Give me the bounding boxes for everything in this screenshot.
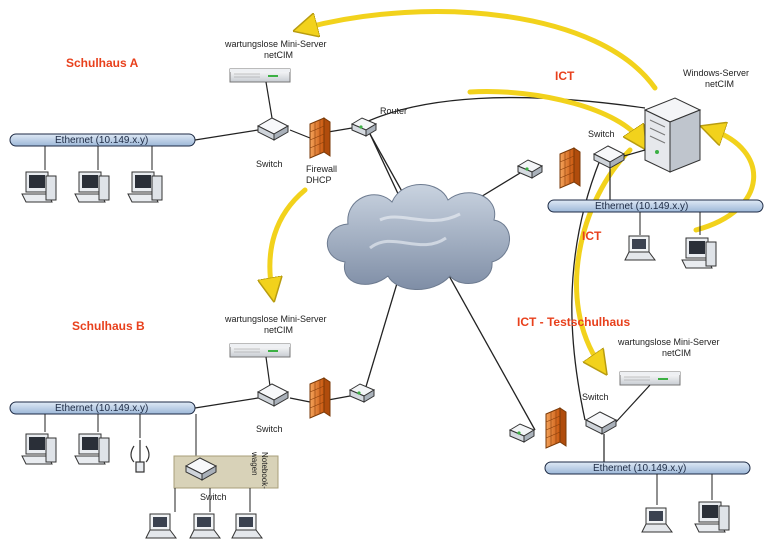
laptop-icon — [624, 235, 656, 261]
switch-icon — [257, 117, 289, 141]
firewall-icon — [309, 117, 331, 159]
router-icon — [509, 423, 535, 443]
ethernet-bar-ict: Ethernet (10.149.x.y) — [547, 199, 764, 213]
internet-cloud-icon — [326, 184, 510, 290]
desktop-pc-icon — [21, 171, 57, 203]
ethernet-bar-b: Ethernet (10.149.x.y) — [9, 401, 196, 415]
windows-server-label: Windows-Server — [683, 68, 749, 78]
site-b-server-label-2: netCIM — [264, 325, 293, 335]
router-icon — [517, 159, 543, 179]
site-a-server-label: wartungslose Mini-Server — [224, 39, 327, 49]
ethernet-label: Ethernet (10.149.x.y) — [55, 135, 148, 146]
desktop-pc-icon — [681, 237, 717, 269]
arrow-ict-to-test — [574, 147, 633, 365]
desktop-pc-icon — [694, 501, 730, 533]
windows-server-label-2: netCIM — [705, 79, 734, 89]
ict-label-mid: ICT — [582, 229, 602, 243]
switch-icon — [585, 411, 617, 435]
firewall-icon — [559, 147, 581, 189]
arrow-a-to-b — [270, 187, 308, 290]
cart-switch-label: Switch — [200, 492, 227, 502]
laptop-icon — [145, 513, 177, 539]
arrow-ict-down — [467, 89, 640, 140]
desktop-pc-icon — [21, 433, 57, 465]
ethernet-label: Ethernet (10.149.x.y) — [55, 403, 148, 414]
ict-label-top: ICT — [555, 69, 575, 83]
laptop-icon — [231, 513, 263, 539]
arrow-server-to-a — [305, 9, 658, 91]
ethernet-label: Ethernet (10.149.x.y) — [595, 201, 688, 212]
test-server-label-2: netCIM — [662, 348, 691, 358]
site-a-title: Schulhaus A — [66, 56, 139, 70]
cart-label-1: Notebook- — [260, 452, 269, 489]
firewall-label: Firewall — [306, 164, 337, 174]
cart-label-2: wagen — [250, 451, 259, 476]
site-b-switch-label: Switch — [256, 424, 283, 434]
flow-arrows — [270, 9, 757, 365]
laptop-icon — [189, 513, 221, 539]
test-site-title: ICT - Testschulhaus — [517, 315, 630, 329]
site-a-switch-label: Switch — [256, 159, 283, 169]
arrow-ict-loop — [693, 130, 757, 233]
dhcp-label: DHCP — [306, 175, 332, 185]
wireless-antenna-icon — [130, 440, 150, 473]
router-icon — [351, 117, 377, 137]
site-b-title: Schulhaus B — [72, 319, 145, 333]
ethernet-bar-test: Ethernet (10.149.x.y) — [544, 461, 751, 475]
test-switch-label: Switch — [582, 392, 609, 402]
wan-links — [359, 96, 646, 431]
ict-switch-label: Switch — [588, 129, 615, 139]
site-a-server-label-2: netCIM — [264, 50, 293, 60]
desktop-pc-icon — [127, 171, 163, 203]
tower-server-icon — [643, 97, 702, 173]
switch-icon — [257, 383, 289, 407]
desktop-pc-icon — [74, 433, 110, 465]
rack-server-icon — [229, 68, 291, 83]
ethernet-bar-a: Ethernet (10.149.x.y) — [9, 133, 196, 147]
ethernet-label: Ethernet (10.149.x.y) — [593, 463, 686, 474]
rack-server-icon — [619, 371, 681, 386]
notebook-cart: Switch Notebook- wagen — [173, 451, 279, 512]
router-label: Router — [380, 106, 407, 116]
laptop-icon — [641, 507, 673, 533]
rack-server-icon — [229, 343, 291, 358]
desktop-pc-icon — [74, 171, 110, 203]
router-icon — [349, 383, 375, 403]
site-b-server-label: wartungslose Mini-Server — [224, 314, 327, 324]
firewall-icon — [545, 407, 567, 449]
firewall-icon — [309, 377, 331, 419]
test-server-label: wartungslose Mini-Server — [617, 337, 720, 347]
